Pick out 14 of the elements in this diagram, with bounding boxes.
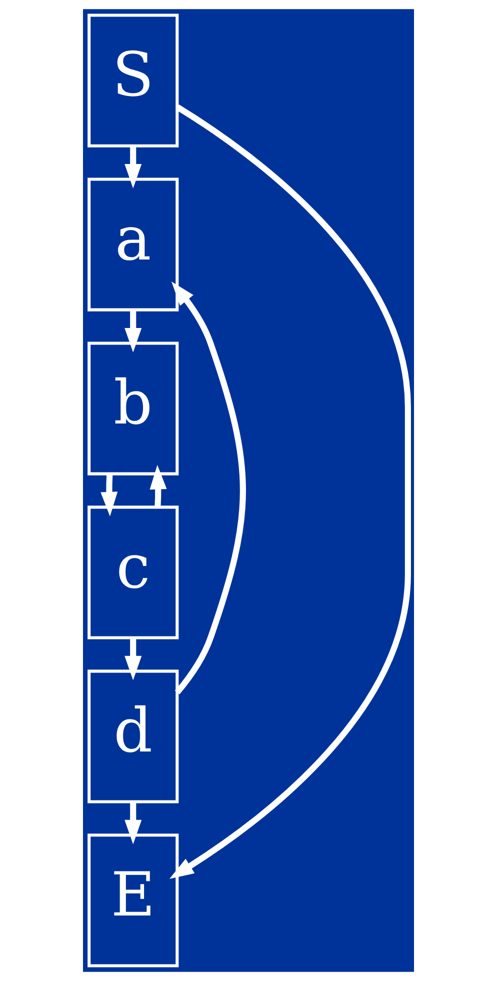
node-box: c [88,506,179,640]
arrow [124,310,142,352]
arrow [169,104,411,879]
arrow [124,146,142,188]
arrow [124,802,142,844]
arrow [171,281,246,694]
arrow [150,464,167,508]
arrow [100,474,118,516]
node-box: S [88,14,179,148]
node-box: E [88,834,179,968]
node-box: a [88,178,179,312]
node-box: b [88,342,179,476]
node-box: d [88,670,179,804]
arrow [124,638,142,680]
